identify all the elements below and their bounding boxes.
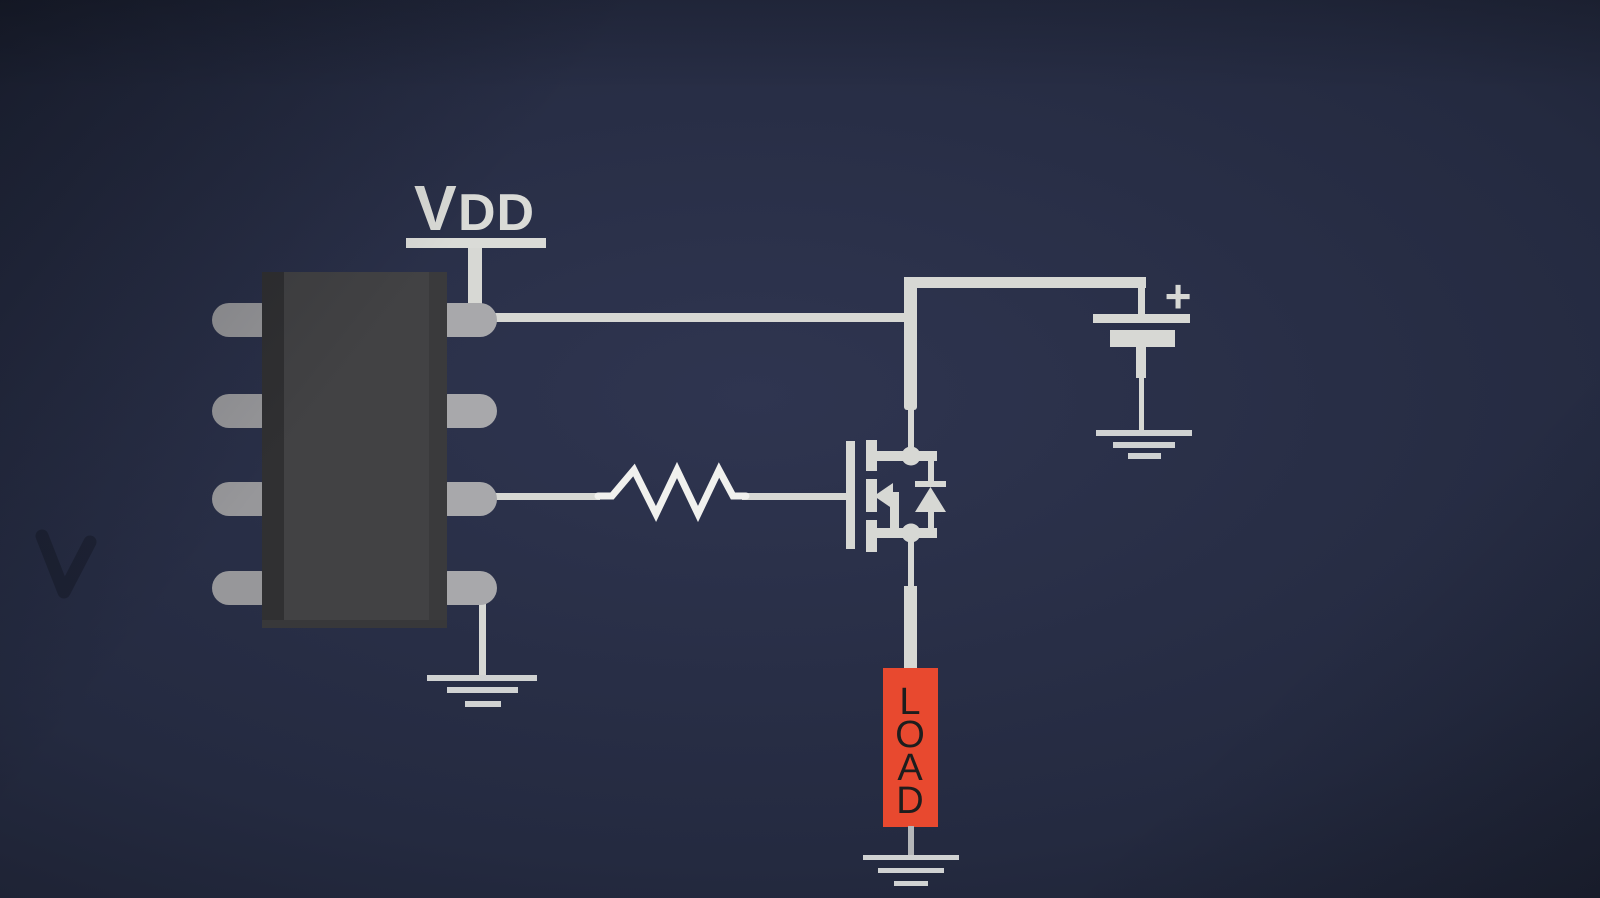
mosfet-symbol: [846, 440, 946, 552]
body-diode-bottom-wire: [928, 510, 934, 536]
ground-line-short: [894, 881, 928, 886]
load-letter-o: O: [895, 714, 925, 756]
mosfet-channel-seg-bot: [866, 520, 877, 552]
gate-net-wire-left: [470, 493, 600, 500]
drain-lead-wire: [908, 404, 914, 460]
vdd-rail: V DD: [406, 172, 546, 248]
wire-nets: [468, 246, 1146, 678]
vdd-label-small: DD: [458, 184, 535, 242]
ic-pin-left-2: [212, 394, 278, 428]
resistor-symbol: [594, 461, 750, 523]
drain-riser-wire: [904, 277, 917, 410]
source-junction-dot: [901, 523, 921, 543]
ground-line-mid: [447, 687, 518, 693]
drain-net-wire: [470, 313, 917, 322]
battery-stub-thin: [1139, 376, 1144, 433]
ic-pin-left-4: [212, 571, 278, 605]
battery-drop-wire: [1138, 283, 1145, 317]
ground-line-long: [1096, 430, 1192, 436]
battery-plate-negative: [1110, 330, 1175, 347]
source-lead-thick: [904, 586, 917, 670]
vdd-rail-bar: [406, 238, 546, 248]
gate-net-wire-right: [742, 493, 852, 500]
mosfet-body-arrow: [874, 483, 893, 509]
vdd-stem-wire: [468, 246, 482, 308]
mosfet-channel-seg-mid: [866, 479, 877, 512]
ground-line-long: [427, 675, 537, 681]
ic-pins-right: [431, 303, 497, 605]
source-lead-thin: [908, 536, 914, 590]
mosfet-channel-seg-top: [866, 440, 877, 471]
resistor-zigzag: [594, 461, 750, 523]
ground-line-long: [863, 855, 959, 860]
body-diode-cathode-bar: [915, 481, 946, 487]
body-diode-top-wire: [928, 454, 934, 484]
ground-line-short: [465, 701, 501, 707]
ic-body: [262, 272, 447, 628]
ic-pin-right-1: [431, 303, 497, 337]
watermark-mark: [35, 529, 97, 599]
ic-ground-stem: [479, 596, 486, 678]
ic-pin-right-2: [431, 394, 497, 428]
vdd-label-large: V: [414, 172, 457, 244]
battery-ground-symbol: [1096, 430, 1192, 459]
body-diode-triangle: [915, 487, 946, 512]
ic-body-edge-right: [429, 272, 447, 628]
load-block: L O A D: [863, 668, 959, 886]
ground-line-mid: [878, 868, 944, 873]
battery-plate-positive: [1093, 314, 1190, 323]
load-ground-symbol: [863, 855, 959, 886]
ic-body-edge-bottom: [262, 620, 447, 628]
ic-pin-right-4: [431, 571, 497, 605]
load-letter-a: A: [897, 747, 923, 789]
load-box: [883, 668, 938, 827]
ic-pin-left-3: [212, 482, 278, 516]
load-text: L O A D: [895, 681, 925, 822]
ground-line-short: [1128, 453, 1161, 459]
load-letter-d: D: [896, 780, 923, 822]
drain-top-rail: [904, 277, 1146, 288]
battery-plus-sign: +: [1165, 270, 1192, 322]
ic-pin-left-1: [212, 303, 278, 337]
load-letter-l: L: [899, 681, 920, 723]
battery-symbol: +: [1093, 270, 1192, 459]
ic-body-edge-left: [262, 272, 284, 628]
mosfet-gate-bar: [846, 441, 855, 549]
ic-ground-symbol: [427, 675, 537, 707]
drain-junction-dot: [901, 446, 921, 466]
ic-package: [212, 272, 497, 628]
battery-stub-thick: [1136, 346, 1146, 378]
ic-pin-right-3: [431, 482, 497, 516]
ic-pins-left: [212, 303, 278, 605]
ground-line-mid: [1113, 442, 1175, 448]
mosfet-body-tie-wire: [890, 492, 899, 536]
load-ground-wire: [908, 826, 914, 859]
